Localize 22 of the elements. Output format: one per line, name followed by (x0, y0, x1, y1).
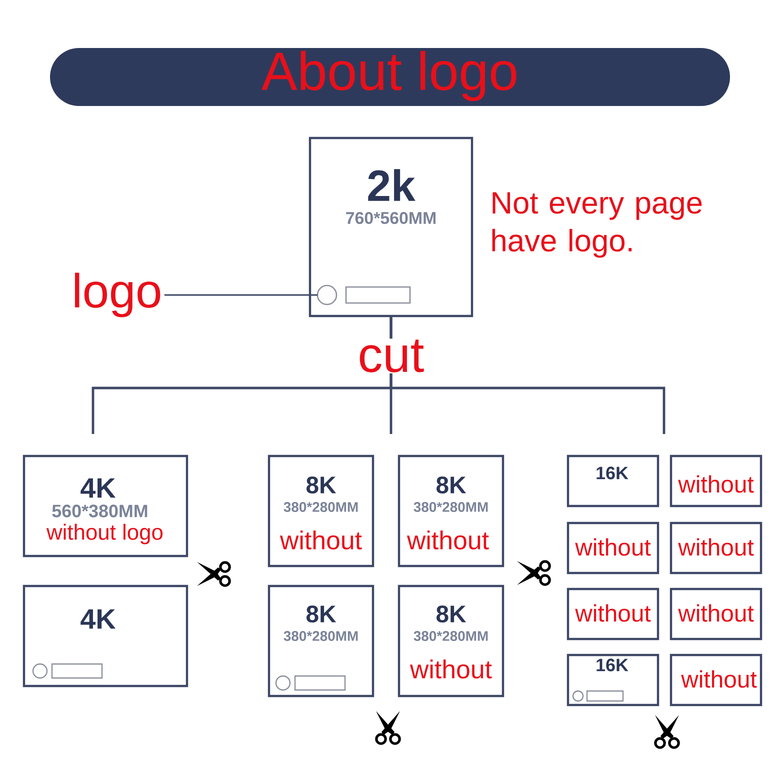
page-box: without (566, 522, 660, 574)
page-box: 4K (22, 584, 188, 688)
page-box: 16K (566, 654, 660, 706)
page-box: without (670, 522, 762, 574)
page-box: 8K 380*280MM without (398, 454, 504, 568)
page-box: 8K 380*280MM without (268, 454, 374, 568)
page-box: 4K 560*380MM without logo (22, 454, 188, 558)
page-box: 8K 380*280MM (268, 584, 374, 698)
title-banner: About logo (50, 48, 730, 106)
page-box: 2k 760*560MM (308, 136, 474, 318)
connector-line (390, 316, 666, 434)
page-box: 8K 380*280MM without (398, 584, 504, 698)
circle-mark (316, 284, 338, 306)
page-box: without (566, 588, 660, 640)
page-box: without (670, 654, 762, 706)
callout-label: logo (75, 272, 160, 318)
edge-label: cut (356, 338, 426, 374)
page-box: 16K (566, 454, 660, 508)
page-box: without (670, 454, 762, 508)
leader-line (164, 294, 318, 296)
page-box: without (670, 588, 762, 640)
note-text: Not every page have logo. (492, 192, 702, 258)
